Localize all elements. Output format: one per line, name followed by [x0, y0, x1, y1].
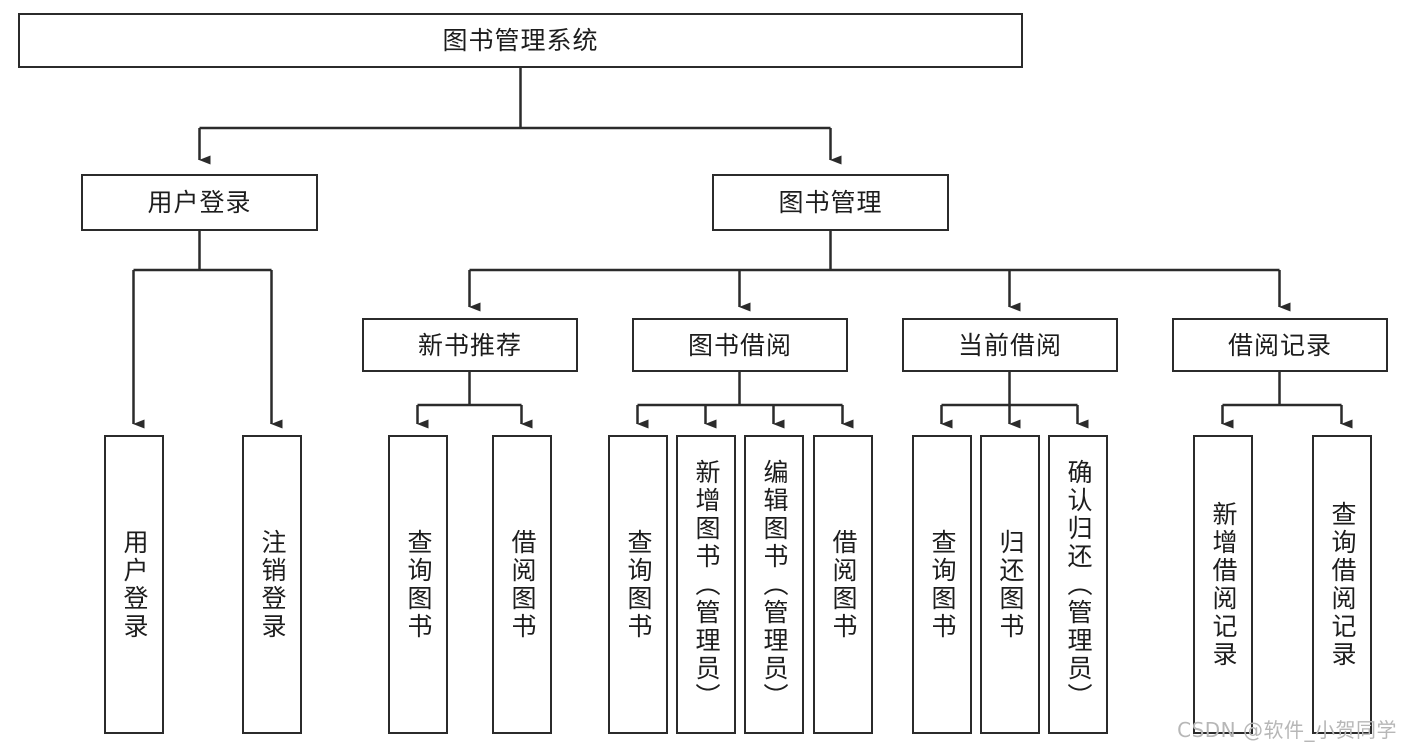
node-label: 新增图书（管理员）: [692, 458, 721, 711]
leaf-logout[interactable]: 注销登录: [242, 435, 302, 734]
node-label: 图书借阅: [687, 330, 792, 360]
node-label: 查询借阅记录: [1328, 500, 1357, 669]
node-label: 归还图书: [996, 528, 1025, 641]
leaf-edit-book-admin[interactable]: 编辑图书（管理员）: [744, 435, 804, 734]
watermark: CSDN @软件_小贺同学: [1177, 718, 1397, 742]
leaf-borrow-books[interactable]: 借阅图书: [813, 435, 873, 734]
node-book-borrowing[interactable]: 图书借阅: [632, 318, 848, 372]
node-label: 图书管理系统: [442, 26, 599, 55]
node-label: 编辑图书（管理员）: [760, 458, 789, 711]
node-label: 查询图书: [404, 528, 433, 641]
leaf-query-books-current[interactable]: 查询图书: [912, 435, 972, 734]
node-label: 查询图书: [928, 528, 957, 641]
node-user-login[interactable]: 用户登录: [81, 174, 318, 231]
node-label: 查询图书: [624, 528, 653, 641]
leaf-add-book-admin[interactable]: 新增图书（管理员）: [676, 435, 736, 734]
node-label: 确认归还（管理员）: [1064, 458, 1093, 711]
leaf-add-borrow-record[interactable]: 新增借阅记录: [1193, 435, 1253, 734]
node-label: 图书管理: [778, 188, 883, 217]
node-label: 用户登录: [120, 528, 149, 641]
node-book-management[interactable]: 图书管理: [712, 174, 949, 231]
leaf-query-borrow-record[interactable]: 查询借阅记录: [1312, 435, 1372, 734]
node-label: 借阅图书: [829, 528, 858, 641]
leaf-query-books-recommend[interactable]: 查询图书: [388, 435, 448, 734]
leaf-borrow-books-recommend[interactable]: 借阅图书: [492, 435, 552, 734]
node-label: 借阅记录: [1227, 330, 1332, 360]
node-root-library-management-system[interactable]: 图书管理系统: [18, 13, 1023, 68]
leaf-confirm-return-admin[interactable]: 确认归还（管理员）: [1048, 435, 1108, 734]
node-label: 注销登录: [258, 528, 287, 641]
node-label: 借阅图书: [508, 528, 537, 641]
node-borrow-records[interactable]: 借阅记录: [1172, 318, 1388, 372]
node-label: 当前借阅: [957, 330, 1062, 360]
node-label: 用户登录: [147, 188, 252, 217]
node-current-borrowing[interactable]: 当前借阅: [902, 318, 1118, 372]
node-label: 新书推荐: [417, 330, 522, 360]
node-label: 新增借阅记录: [1209, 500, 1238, 669]
leaf-return-books[interactable]: 归还图书: [980, 435, 1040, 734]
leaf-query-books-borrow[interactable]: 查询图书: [608, 435, 668, 734]
node-new-book-recommendation[interactable]: 新书推荐: [362, 318, 578, 372]
leaf-user-login[interactable]: 用户登录: [104, 435, 164, 734]
